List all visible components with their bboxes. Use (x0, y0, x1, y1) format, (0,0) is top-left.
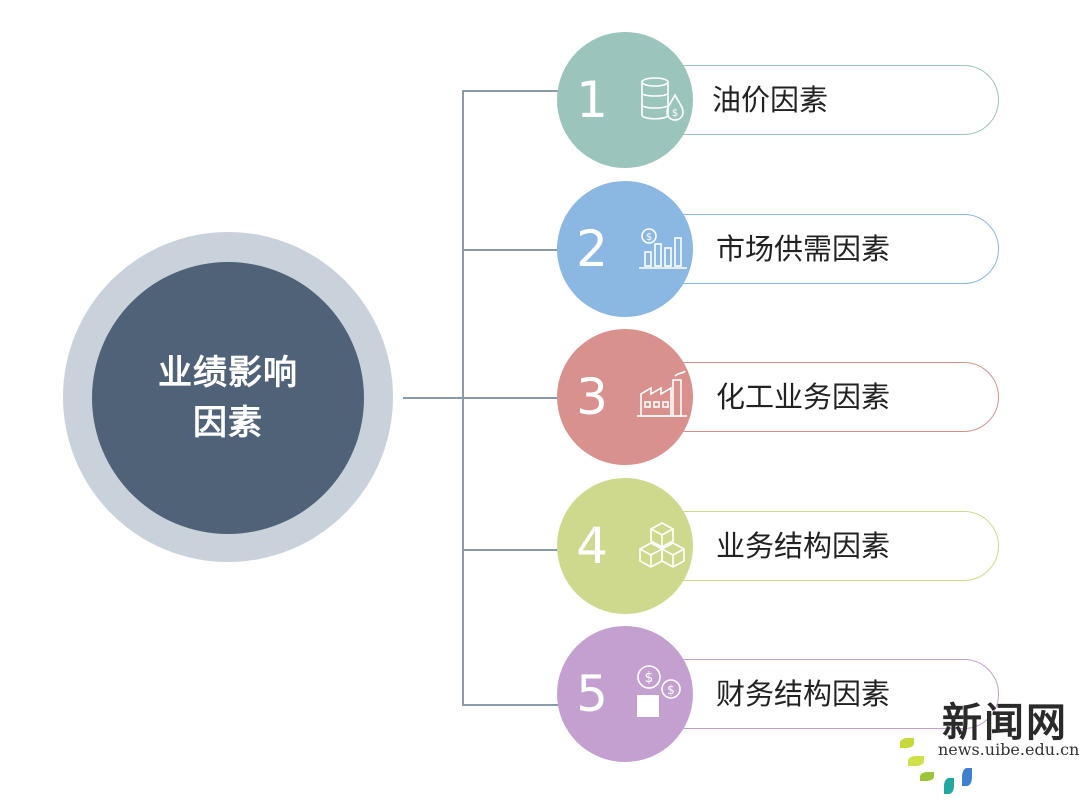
svg-text:$: $ (672, 108, 678, 119)
svg-text:$: $ (645, 670, 654, 686)
factor-number-5: 5 (576, 665, 608, 723)
leaf-teal (944, 778, 954, 794)
svg-text:$: $ (646, 232, 652, 243)
factor-number-circle-3: 3 (557, 329, 693, 465)
leaf-green-3 (920, 772, 934, 781)
watermark-url: news.uibe.edu.cn (938, 740, 1080, 759)
connector-branch-3 (462, 397, 562, 399)
leaf-green-1 (900, 738, 914, 748)
factor-label-4: 业务结构因素 (716, 529, 891, 563)
center-title-line2: 因素 (193, 403, 263, 443)
factory-icon (627, 362, 697, 432)
connector-center-horizontal (403, 397, 462, 399)
factor-number-circle-1: 1 $ (557, 32, 693, 168)
connector-branch-1 (462, 90, 562, 92)
factor-number-circle-4: 4 (557, 478, 693, 614)
factor-number-4: 4 (576, 517, 608, 575)
coins-icon: $ $ (627, 659, 697, 729)
factor-label-5: 财务结构因素 (716, 677, 891, 711)
factor-number-circle-2: 2 $ (557, 181, 693, 317)
connector-branch-5 (462, 704, 562, 706)
svg-text:$: $ (667, 683, 675, 697)
cubes-icon (627, 511, 697, 581)
center-title: 业绩影响 因素 (153, 348, 303, 448)
factor-number-1: 1 (576, 71, 608, 129)
factor-label-1: 油价因素 (712, 83, 829, 117)
leaf-blue (962, 768, 972, 786)
factor-number-2: 2 (576, 220, 608, 278)
leaf-green-2 (908, 756, 924, 766)
factor-label-2: 市场供需因素 (716, 232, 891, 266)
factor-label-3: 化工业务因素 (716, 380, 891, 414)
connector-branch-2 (462, 249, 562, 251)
factor-number-3: 3 (576, 368, 608, 426)
oil-barrel-icon: $ (627, 65, 697, 135)
connector-branch-4 (462, 549, 562, 551)
watermark-logo-text: 新闻网 (942, 699, 1068, 746)
center-circle: 业绩影响 因素 (92, 262, 364, 534)
center-title-line1: 业绩影响 (158, 353, 298, 393)
factor-number-circle-5: 5 $ $ (557, 626, 693, 762)
money-bar-chart-icon: $ (627, 214, 697, 284)
